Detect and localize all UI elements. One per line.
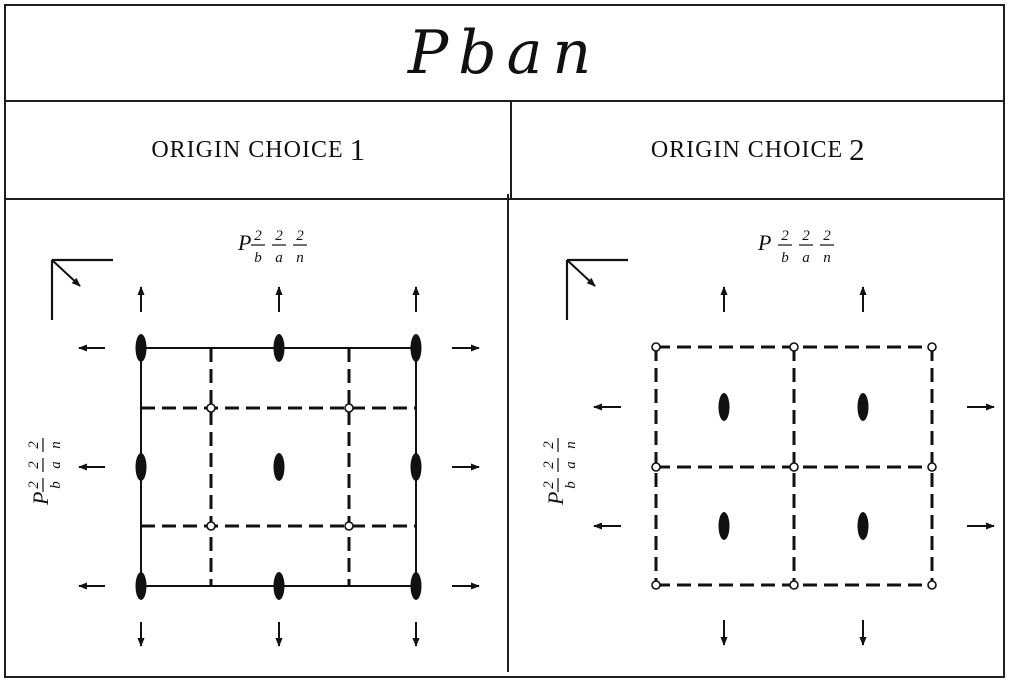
twofold-axis (273, 453, 285, 481)
denominator-2: a (48, 461, 64, 469)
twofold-axis (718, 512, 730, 540)
inversion-centre (927, 342, 937, 352)
symmetry-symbol-side-left: P 2 2 2 b a n (26, 438, 64, 506)
denominator-1: b (563, 481, 579, 489)
axis-corner-icon (565, 258, 628, 320)
inversion-centres (651, 342, 937, 590)
denominator-1: b (781, 250, 789, 266)
lattice-symbol: P (237, 230, 251, 255)
twofold-axis (273, 572, 285, 600)
glide-planes (141, 348, 416, 586)
inversion-centre (651, 580, 661, 590)
inversion-centre (789, 580, 799, 590)
lattice-symbol: P (543, 492, 568, 506)
numerator-2: 2 (26, 461, 42, 469)
origin-choice-1-label: ORIGIN CHOICE (151, 136, 344, 163)
twofold-axis (410, 453, 422, 481)
origin-choice-2-diagram: P 2 2 2 b a n P 2 2 2 b a n (541, 228, 995, 646)
denominator-2: a (802, 250, 810, 266)
twofold-axis (410, 572, 422, 600)
origin-choice-1-header: ORIGIN CHOICE 1 (6, 102, 513, 198)
lattice-symbol: P (28, 492, 53, 506)
denominator-3: n (296, 250, 304, 266)
inversion-centre (206, 521, 216, 531)
twofold-axis (135, 572, 147, 600)
inversion-centre (927, 580, 937, 590)
denominator-3: n (48, 441, 64, 449)
denominator-2: a (563, 461, 579, 469)
inversion-centre (651, 462, 661, 472)
symmetry-symbol-top-left: P 2 2 2 b a n (237, 228, 307, 266)
twofold-axis (857, 393, 869, 421)
numerator-1: 2 (541, 481, 557, 489)
numerator-3: 2 (26, 441, 42, 449)
twofold-axis (718, 393, 730, 421)
origin-choice-1-diagram: P 2 2 2 b a n P 2 2 2 b a n (26, 228, 480, 647)
column-divider (507, 194, 509, 672)
symmetry-symbol-side-right: P 2 2 2 b a n (541, 438, 579, 506)
denominator-3: n (823, 250, 831, 266)
numerator-3: 2 (823, 228, 831, 244)
origin-choice-1-number: 1 (349, 132, 366, 167)
numerator-3: 2 (541, 441, 557, 449)
inversion-centre (651, 342, 661, 352)
space-group-title: Pban (407, 18, 602, 88)
origin-choice-2-label: ORIGIN CHOICE (650, 136, 844, 163)
denominator-1: b (254, 250, 262, 266)
inversion-centres (206, 403, 354, 531)
twofold-axis (857, 512, 869, 540)
origin-choice-2-number: 2 (849, 132, 865, 167)
inversion-centre (206, 403, 216, 413)
twofold-axis (135, 453, 147, 481)
numerator-1: 2 (26, 481, 42, 489)
inversion-centre (927, 462, 937, 472)
inversion-centre (789, 342, 799, 352)
twofold-axes (135, 334, 422, 600)
symmetry-symbol-top-right: P 2 2 2 b a n (757, 228, 834, 266)
twofold-axis (410, 334, 422, 362)
twofold-axis-arrows (78, 286, 480, 647)
numerator-2: 2 (275, 228, 283, 244)
numerator-2: 2 (802, 228, 810, 244)
denominator-1: b (48, 481, 64, 489)
space-group-table: Pban ORIGIN CHOICE 1 ORIGIN CHOICE 2 (4, 4, 1005, 678)
numerator-1: 2 (254, 228, 262, 244)
header-row: ORIGIN CHOICE 1 ORIGIN CHOICE 2 (6, 102, 1003, 200)
twofold-axis-arrows (593, 286, 995, 646)
axis-corner-icon (50, 258, 113, 320)
twofold-axes (718, 393, 869, 540)
denominator-2: a (275, 250, 283, 266)
title-row: Pban (6, 6, 1003, 102)
origin-choice-2-header: ORIGIN CHOICE 2 (512, 102, 1003, 198)
twofold-axis (273, 334, 285, 362)
twofold-axis (135, 334, 147, 362)
denominator-3: n (563, 441, 579, 449)
lattice-symbol: P (757, 230, 771, 255)
inversion-centre (344, 521, 354, 531)
inversion-centre (344, 403, 354, 413)
inversion-centre (789, 462, 799, 472)
numerator-3: 2 (296, 228, 304, 244)
numerator-1: 2 (781, 228, 789, 244)
numerator-2: 2 (541, 461, 557, 469)
